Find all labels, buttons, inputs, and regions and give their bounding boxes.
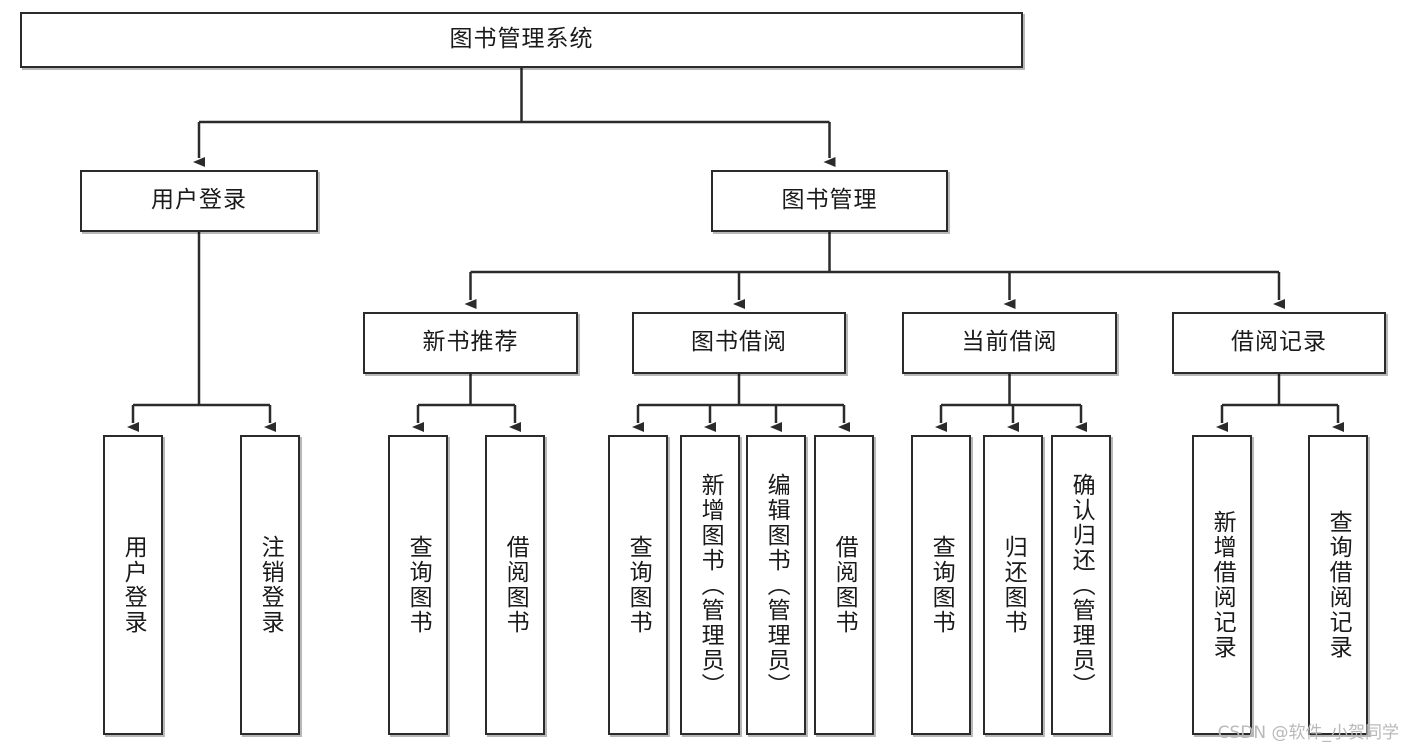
node-label-leaf-add-book: 新增图书（管理员） [697, 472, 724, 698]
node-label-book-manage: 图书管理 [781, 187, 878, 214]
node-label-leaf-query-book-3: 查询图书 [928, 535, 955, 635]
node-label-leaf-borrow-book-2: 借阅图书 [831, 535, 858, 635]
node-label-leaf-query-book-2: 查询图书 [625, 535, 652, 635]
node-label-leaf-add-record: 新增借阅记录 [1209, 510, 1236, 660]
node-leaf-borrow-book-2[interactable]: 借阅图书 [814, 435, 874, 735]
connector-lines [127, 68, 1344, 432]
node-leaf-query-book-2[interactable]: 查询图书 [608, 435, 668, 735]
node-leaf-edit-book[interactable]: 编辑图书（管理员） [746, 435, 806, 735]
node-label-new-book-recommend: 新书推荐 [422, 329, 519, 356]
node-book-manage[interactable]: 图书管理 [711, 170, 948, 232]
node-label-leaf-edit-book: 编辑图书（管理员） [763, 472, 790, 698]
node-label-book-borrow: 图书借阅 [691, 329, 787, 356]
node-leaf-borrow-book-1[interactable]: 借阅图书 [485, 435, 545, 735]
node-user-login[interactable]: 用户登录 [80, 170, 318, 232]
node-label-leaf-borrow-book-1: 借阅图书 [502, 535, 529, 635]
node-leaf-add-book[interactable]: 新增图书（管理员） [680, 435, 740, 735]
node-leaf-logout[interactable]: 注销登录 [240, 435, 300, 735]
node-leaf-query-record[interactable]: 查询借阅记录 [1308, 435, 1368, 735]
node-leaf-query-book-3[interactable]: 查询图书 [911, 435, 971, 735]
node-label-leaf-return-book: 归还图书 [1000, 535, 1027, 635]
node-label-user-login: 用户登录 [151, 187, 247, 214]
node-label-leaf-confirm-return: 确认归还（管理员） [1068, 472, 1095, 698]
node-label-leaf-query-record: 查询借阅记录 [1325, 510, 1352, 660]
node-label-borrow-record: 借阅记录 [1231, 329, 1327, 356]
node-current-borrow[interactable]: 当前借阅 [902, 312, 1117, 374]
node-label-leaf-query-book-1: 查询图书 [405, 535, 432, 635]
node-label-root: 图书管理系统 [449, 26, 594, 53]
node-leaf-query-book-1[interactable]: 查询图书 [388, 435, 448, 735]
node-leaf-return-book[interactable]: 归还图书 [983, 435, 1043, 735]
node-leaf-add-record[interactable]: 新增借阅记录 [1192, 435, 1252, 735]
node-label-current-borrow: 当前借阅 [961, 329, 1058, 356]
node-new-book-recommend[interactable]: 新书推荐 [363, 312, 578, 374]
node-root[interactable]: 图书管理系统 [20, 12, 1023, 68]
node-leaf-confirm-return[interactable]: 确认归还（管理员） [1051, 435, 1111, 735]
node-borrow-record[interactable]: 借阅记录 [1172, 312, 1386, 374]
node-label-leaf-logout: 注销登录 [257, 535, 284, 635]
node-leaf-user-login[interactable]: 用户登录 [103, 435, 163, 735]
node-label-leaf-user-login: 用户登录 [120, 535, 147, 635]
node-book-borrow[interactable]: 图书借阅 [632, 312, 846, 374]
